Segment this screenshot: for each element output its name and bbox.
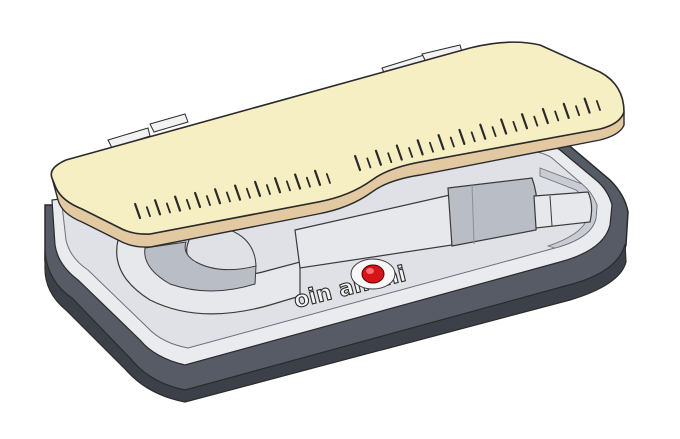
ruler-tick — [205, 195, 211, 207]
ruler-tick — [583, 97, 591, 114]
ruler-tick — [479, 123, 487, 140]
red-button[interactable] — [361, 264, 385, 284]
micrometer-ratchet — [533, 191, 593, 229]
micrometer-frame-arc — [229, 229, 257, 267]
ruler-tick — [134, 202, 142, 220]
ruler-tick — [366, 157, 372, 169]
ruler-tick — [225, 191, 231, 203]
ruler-tick — [145, 206, 151, 218]
ruler-tick — [254, 180, 262, 197]
ruler-tick — [428, 141, 434, 153]
ruler-tick — [520, 113, 529, 130]
ruler-tick — [554, 110, 560, 122]
ruler-tick — [416, 139, 424, 156]
thimble-edge — [471, 183, 475, 245]
ruler-tick — [185, 198, 191, 210]
ruler-tick — [387, 152, 393, 164]
red-button-highlight — [366, 268, 374, 274]
ruler-tick — [154, 199, 162, 216]
ruler-tick — [575, 105, 581, 117]
ruler-tick — [374, 149, 382, 166]
ruler-tick — [595, 100, 601, 111]
ruler-tick — [274, 177, 282, 194]
ruler-tick — [437, 134, 445, 151]
ruler-tick — [325, 173, 331, 184]
lid-ruler-ticks — [134, 97, 601, 220]
ruler-tick — [541, 107, 549, 125]
ruler-tick — [562, 102, 570, 119]
ruler-tick — [265, 184, 271, 195]
ruler-tick — [512, 120, 518, 132]
ruler-tick — [449, 136, 455, 148]
ruler-tick — [234, 184, 242, 201]
ruler-tick — [458, 128, 466, 146]
ruler-tick — [533, 115, 539, 127]
ruler-tick — [245, 187, 251, 199]
ruler-tick — [285, 180, 291, 192]
ruler-tick — [174, 195, 182, 212]
ruler-tick — [395, 144, 403, 161]
ruler-tick — [214, 188, 222, 205]
micrometer-frame-inner — [144, 241, 257, 292]
ruler-tick — [294, 173, 302, 190]
ruler-tick — [408, 147, 414, 158]
box-outer-bottom — [44, 243, 627, 403]
ruler-tick — [165, 202, 171, 214]
ruler-tick — [194, 191, 202, 209]
ruler-tick — [314, 169, 322, 186]
hinge-left-top — [149, 113, 189, 133]
ruler-tick — [354, 154, 362, 172]
ratchet-ring — [549, 195, 553, 227]
ruler-tick — [500, 118, 508, 135]
lid-top — [50, 41, 625, 235]
ruler-tick — [491, 126, 497, 137]
ruler-tick — [305, 176, 311, 188]
ruler-tick — [470, 131, 476, 143]
